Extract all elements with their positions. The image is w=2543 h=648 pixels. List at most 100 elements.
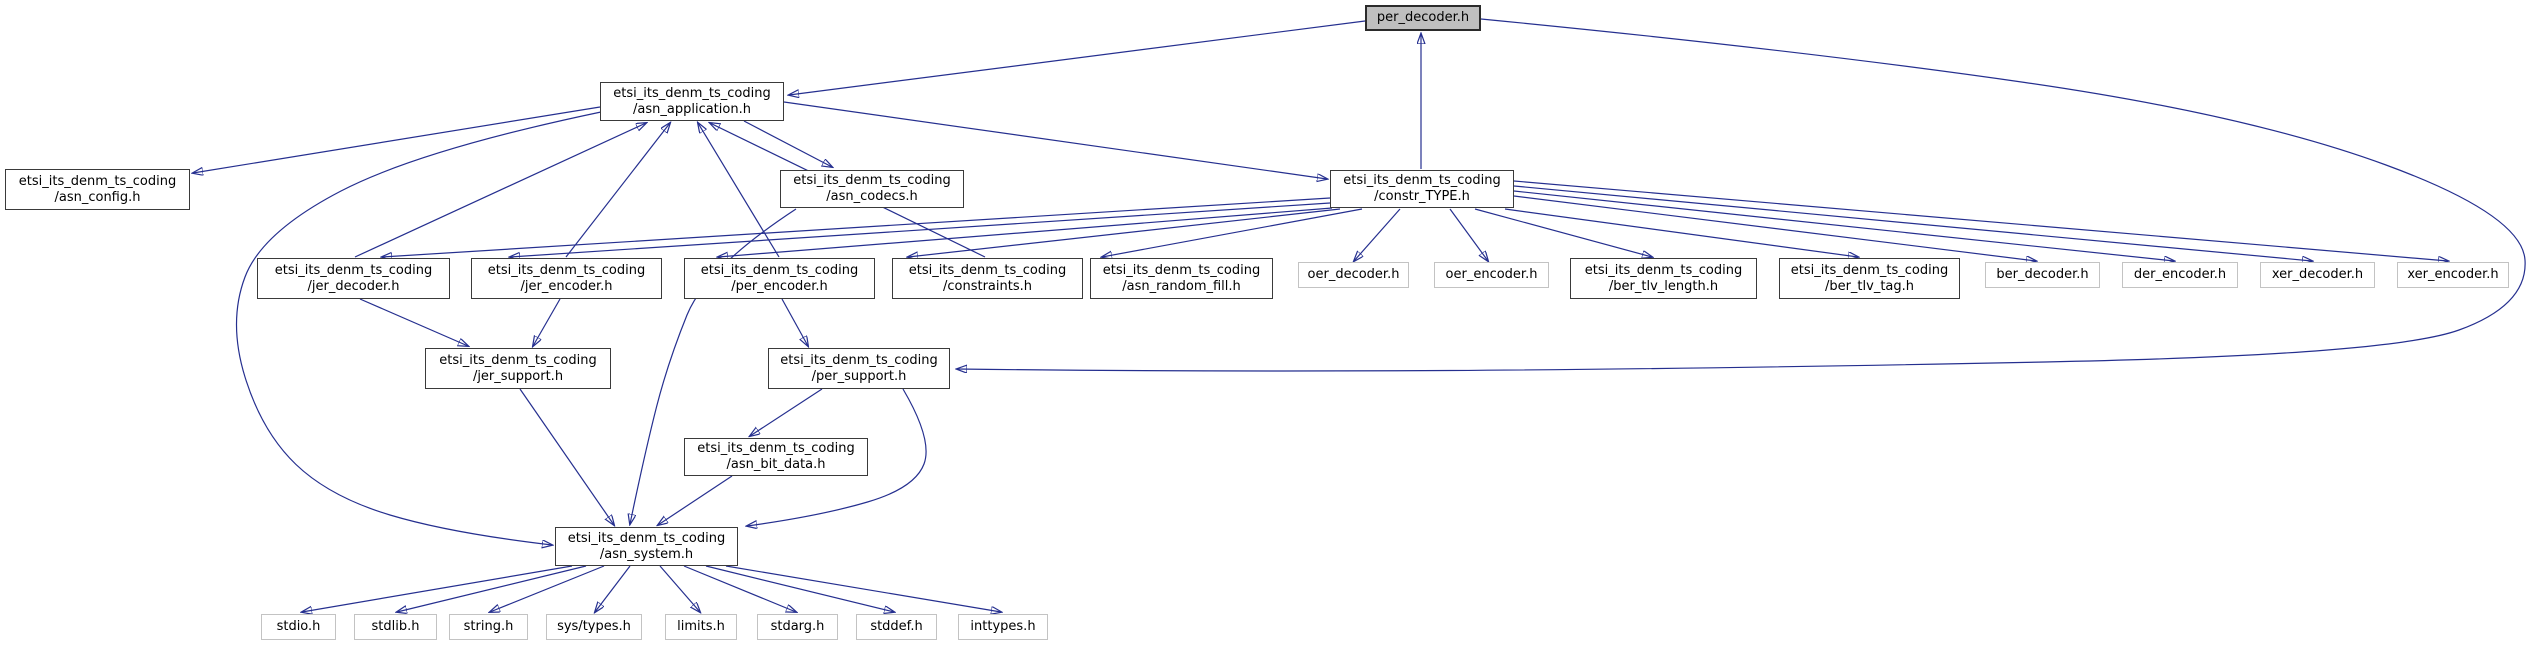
edge-asn_application-to-asn_system bbox=[235, 111, 602, 545]
node-label: oer_decoder.h bbox=[1307, 267, 1400, 282]
node-label: /asn_system.h bbox=[599, 546, 694, 562]
node-label: /jer_decoder.h bbox=[307, 278, 400, 294]
node-per_decoder: per_decoder.h bbox=[1365, 5, 1481, 31]
node-label: etsi_its_denm_ts_coding bbox=[793, 173, 951, 188]
node-label: etsi_its_denm_ts_coding bbox=[274, 262, 433, 278]
edge-per_support-to-asn_system bbox=[747, 388, 927, 526]
edge-asn_system-to-stdarg bbox=[683, 565, 796, 612]
node-label: /ber_tlv_length.h bbox=[1608, 278, 1719, 294]
node-label: /asn_codecs.h bbox=[826, 189, 918, 204]
node-asn_bit_data[interactable]: etsi_its_denm_ts_coding/asn_bit_data.h bbox=[684, 438, 868, 476]
node-label: oer_encoder.h bbox=[1445, 267, 1538, 282]
node-label: etsi_its_denm_ts_coding bbox=[567, 530, 726, 546]
edge-per_encoder-to-asn_application bbox=[698, 123, 780, 258]
node-ber_tlv_length[interactable]: etsi_its_denm_ts_coding/ber_tlv_length.h bbox=[1570, 258, 1757, 299]
node-xer_encoder: xer_encoder.h bbox=[2397, 262, 2509, 288]
node-label: xer_encoder.h bbox=[2407, 267, 2499, 282]
node-label: etsi_its_denm_ts_coding bbox=[1790, 262, 1949, 278]
node-label: /ber_tlv_tag.h bbox=[1824, 278, 1915, 294]
node-label: /constr_TYPE.h bbox=[1374, 189, 1470, 204]
edge-asn_system-to-sys_types bbox=[595, 565, 631, 612]
edge-jer_decoder-to-jer_support bbox=[359, 298, 468, 346]
node-asn_application[interactable]: etsi_its_denm_ts_coding/asn_application.… bbox=[600, 82, 784, 121]
edge-asn_system-to-limits bbox=[659, 565, 700, 612]
node-label: /jer_support.h bbox=[472, 368, 564, 384]
node-label: inttypes.h bbox=[970, 619, 1036, 634]
edge-asn_bit_data-to-asn_system bbox=[658, 475, 733, 525]
node-sys_types: sys/types.h bbox=[546, 614, 642, 640]
node-label: etsi_its_denm_ts_coding bbox=[1584, 262, 1743, 278]
node-label: der_encoder.h bbox=[2133, 267, 2227, 282]
node-stddef: stddef.h bbox=[856, 614, 937, 640]
node-jer_support[interactable]: etsi_its_denm_ts_coding/jer_support.h bbox=[425, 348, 611, 389]
node-label: etsi_its_denm_ts_coding bbox=[487, 262, 646, 278]
edge-jer_encoder-to-asn_application bbox=[565, 123, 670, 258]
node-der_encoder: der_encoder.h bbox=[2122, 262, 2238, 288]
node-per_encoder[interactable]: etsi_its_denm_ts_coding/per_encoder.h bbox=[684, 258, 875, 299]
edge-asn_system-to-stddef bbox=[705, 565, 894, 612]
node-stdio: stdio.h bbox=[261, 614, 336, 640]
node-jer_encoder[interactable]: etsi_its_denm_ts_coding/jer_encoder.h bbox=[471, 258, 662, 299]
node-asn_random_fill[interactable]: etsi_its_denm_ts_coding/asn_random_fill.… bbox=[1090, 258, 1273, 299]
node-asn_config[interactable]: etsi_its_denm_ts_coding/asn_config.h bbox=[5, 169, 190, 210]
node-string: string.h bbox=[449, 614, 528, 640]
node-limits: limits.h bbox=[665, 614, 737, 640]
node-label: limits.h bbox=[677, 619, 725, 634]
node-label: etsi_its_denm_ts_coding bbox=[18, 173, 177, 189]
node-label: /asn_bit_data.h bbox=[726, 457, 826, 472]
node-label: per_decoder.h bbox=[1376, 10, 1470, 25]
edge-asn_application-to-asn_codecs bbox=[743, 120, 832, 167]
node-label: etsi_its_denm_ts_coding bbox=[1102, 262, 1261, 278]
node-label: etsi_its_denm_ts_coding bbox=[697, 441, 855, 456]
node-label: /asn_random_fill.h bbox=[1122, 278, 1241, 294]
node-label: etsi_its_denm_ts_coding bbox=[1343, 173, 1501, 188]
node-ber_tlv_tag[interactable]: etsi_its_denm_ts_coding/ber_tlv_tag.h bbox=[1779, 258, 1960, 299]
edge-constr_TYPE-to-ber_decoder bbox=[1513, 195, 2036, 261]
node-label: /per_encoder.h bbox=[731, 278, 828, 294]
edge-asn_system-to-stdio bbox=[302, 565, 573, 612]
node-label: sys/types.h bbox=[557, 619, 631, 634]
edge-constr_TYPE-to-constraints bbox=[908, 208, 1341, 257]
node-label: /asn_config.h bbox=[54, 189, 141, 205]
node-asn_system[interactable]: etsi_its_denm_ts_coding/asn_system.h bbox=[555, 527, 738, 566]
node-constraints[interactable]: etsi_its_denm_ts_coding/constraints.h bbox=[892, 258, 1083, 299]
edge-constr_TYPE-to-oer_encoder bbox=[1449, 208, 1488, 261]
node-stdarg: stdarg.h bbox=[757, 614, 838, 640]
edge-asn_system-to-inttypes bbox=[725, 565, 1001, 612]
node-asn_codecs[interactable]: etsi_its_denm_ts_coding/asn_codecs.h bbox=[780, 170, 964, 208]
edge-constr_TYPE-to-ber_tlv_length bbox=[1474, 208, 1652, 257]
edge-constr_TYPE-to-xer_encoder bbox=[1513, 180, 2448, 261]
edge-constr_TYPE-to-ber_tlv_tag bbox=[1504, 208, 1858, 257]
node-oer_encoder: oer_encoder.h bbox=[1434, 262, 1549, 288]
edge-asn_system-to-string bbox=[490, 565, 605, 612]
edge-per_decoder-to-asn_application bbox=[789, 20, 1366, 95]
node-label: /per_support.h bbox=[811, 368, 907, 384]
node-label: etsi_its_denm_ts_coding bbox=[908, 262, 1067, 278]
node-constr_TYPE[interactable]: etsi_its_denm_ts_coding/constr_TYPE.h bbox=[1330, 170, 1514, 208]
node-label: etsi_its_denm_ts_coding bbox=[439, 352, 597, 368]
edge-constr_TYPE-to-per_encoder bbox=[718, 207, 1333, 257]
node-jer_decoder[interactable]: etsi_its_denm_ts_coding/jer_decoder.h bbox=[257, 258, 450, 299]
node-label: /constraints.h bbox=[943, 278, 1032, 294]
edge-asn_application-to-constr_TYPE bbox=[783, 101, 1327, 179]
edge-per_encoder-to-per_support bbox=[781, 298, 808, 346]
edge-asn_application-to-asn_config bbox=[193, 106, 601, 173]
edge-constr_TYPE-to-jer_decoder bbox=[382, 197, 1331, 257]
node-label: stdlib.h bbox=[371, 619, 420, 634]
edge-per_support-to-asn_bit_data bbox=[750, 388, 823, 436]
edge-jer_encoder-to-jer_support bbox=[533, 298, 561, 346]
edge-jer_support-to-asn_system bbox=[519, 388, 614, 525]
node-label: stdarg.h bbox=[770, 619, 825, 634]
node-label: etsi_its_denm_ts_coding bbox=[700, 262, 859, 278]
node-label: xer_decoder.h bbox=[2271, 267, 2364, 282]
edge-constr_TYPE-to-oer_decoder bbox=[1354, 208, 1401, 261]
edge-asn_system-to-stdlib bbox=[397, 565, 587, 612]
edge-constr_TYPE-to-jer_encoder bbox=[510, 202, 1331, 257]
node-label: ber_decoder.h bbox=[1996, 267, 2089, 282]
node-label: /jer_encoder.h bbox=[520, 278, 613, 294]
node-per_support[interactable]: etsi_its_denm_ts_coding/per_support.h bbox=[768, 348, 950, 389]
node-label: stdio.h bbox=[276, 619, 321, 634]
edge-constr_TYPE-to-der_encoder bbox=[1513, 190, 2174, 261]
